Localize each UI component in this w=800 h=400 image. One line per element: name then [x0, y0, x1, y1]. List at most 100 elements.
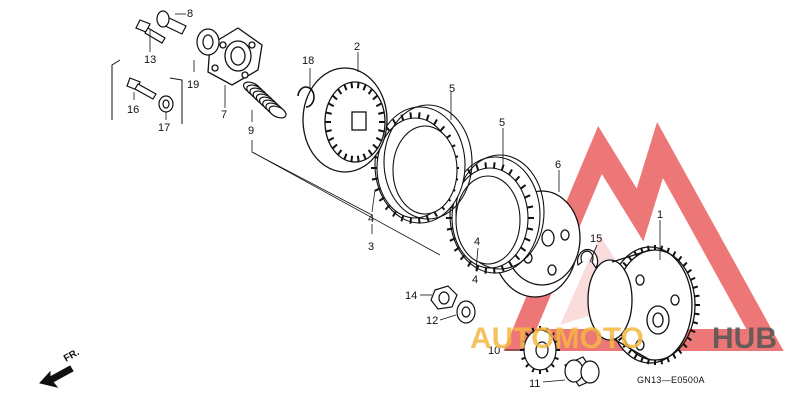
spline-tooth	[350, 82, 354, 89]
washer-12	[456, 300, 476, 324]
gear-tooth	[692, 321, 699, 325]
friction-segment	[453, 246, 460, 252]
gear-tooth	[686, 268, 692, 274]
part-label: 18	[302, 55, 314, 67]
front-arrow-icon	[39, 365, 74, 388]
gear-tooth	[525, 332, 530, 337]
part-label: 2	[354, 41, 360, 53]
gear-tooth	[694, 294, 700, 298]
gear-tooth	[618, 336, 624, 342]
gear-tooth	[554, 339, 559, 344]
part-label: 4	[472, 274, 478, 286]
gear-tooth	[686, 336, 692, 342]
drive-gear-10	[520, 326, 560, 374]
part-label: 10	[488, 345, 500, 357]
spline-tooth	[327, 102, 335, 108]
front-label: FR.	[62, 347, 82, 365]
gear-tooth	[545, 327, 549, 332]
gear-tooth	[672, 353, 677, 359]
gear-tooth	[677, 348, 683, 355]
gear-tooth	[550, 363, 555, 368]
lifter-rod-8	[156, 10, 187, 35]
gear-tooth	[666, 356, 670, 363]
friction-segment	[439, 125, 446, 132]
friction-segment	[520, 184, 527, 190]
gear-tooth	[660, 245, 664, 251]
spline-tooth	[367, 88, 373, 95]
spline-tooth	[356, 82, 360, 89]
friction-segment	[417, 112, 421, 119]
friction-segment	[524, 237, 531, 242]
part-label: 9	[248, 125, 254, 137]
clutch-disc-group-right	[446, 154, 545, 274]
spline-tooth	[378, 129, 385, 133]
spline-tooth	[331, 94, 338, 101]
part-label: 6	[555, 159, 561, 171]
friction-segment	[508, 260, 513, 267]
friction-segment	[433, 119, 438, 126]
spline-tooth	[343, 153, 348, 160]
part-label: 5	[499, 117, 505, 129]
gear-tooth	[666, 247, 670, 254]
part-label: 5	[449, 83, 455, 95]
washer-17	[158, 95, 174, 113]
spline-tooth	[362, 84, 367, 91]
watermark-text-a: AUTOMOTO	[470, 322, 644, 355]
part-label: 13	[144, 54, 156, 66]
gear-tooth	[622, 261, 628, 267]
clutch-spring-9	[242, 81, 287, 119]
friction-segment	[475, 265, 480, 272]
part-label: 19	[187, 79, 199, 91]
collar-11	[564, 356, 600, 387]
friction-segment	[467, 169, 472, 176]
lifter-plate-7	[207, 27, 263, 86]
friction-segment	[514, 254, 521, 261]
friction-segment	[524, 194, 531, 199]
friction-segment	[409, 217, 413, 224]
friction-segment	[526, 205, 534, 209]
gear-tooth	[694, 312, 700, 316]
friction-segment	[384, 204, 391, 211]
clutch-center-2	[302, 67, 388, 173]
spline-tooth	[325, 129, 332, 133]
spline-tooth	[350, 155, 354, 162]
gear-tooth	[633, 251, 638, 257]
bolt-16	[126, 77, 157, 100]
friction-segment	[484, 162, 488, 169]
part-label: 14	[405, 290, 417, 302]
friction-segment	[514, 175, 521, 182]
friction-segment	[508, 169, 513, 176]
spline-tooth	[378, 111, 385, 115]
friction-segment	[425, 215, 430, 222]
gear-tooth	[554, 356, 559, 361]
part-label: 7	[221, 109, 227, 121]
gear-tooth	[531, 368, 535, 373]
friction-segment	[378, 196, 385, 202]
gear-tooth	[545, 368, 549, 373]
spline-tooth	[331, 143, 338, 150]
part-label: 11	[529, 378, 540, 390]
friction-segment	[484, 267, 488, 274]
friction-segment	[492, 162, 496, 169]
gear-tooth	[682, 343, 688, 349]
front-direction-indicator: FR.	[39, 347, 82, 388]
bearing-19	[196, 28, 220, 56]
clutch-outer	[587, 245, 700, 365]
part-label: 4	[474, 236, 480, 248]
part-label: 17	[158, 122, 170, 134]
spline-tooth	[375, 102, 383, 108]
spline-tooth	[367, 149, 373, 156]
spline-tooth	[337, 149, 343, 156]
spline-tooth	[356, 155, 360, 162]
friction-segment	[374, 187, 381, 192]
friction-segment	[446, 227, 454, 231]
spline-tooth	[327, 136, 335, 142]
friction-segment	[417, 217, 421, 224]
bracket-16-17	[111, 59, 183, 124]
gear-tooth	[550, 332, 555, 337]
part-label: 4	[368, 213, 374, 225]
clutch-disc-group-left	[371, 104, 473, 224]
spline-tooth	[372, 94, 379, 101]
spline-tooth	[343, 84, 348, 91]
watermark-text: AUTOMOTO HUB	[470, 322, 777, 355]
